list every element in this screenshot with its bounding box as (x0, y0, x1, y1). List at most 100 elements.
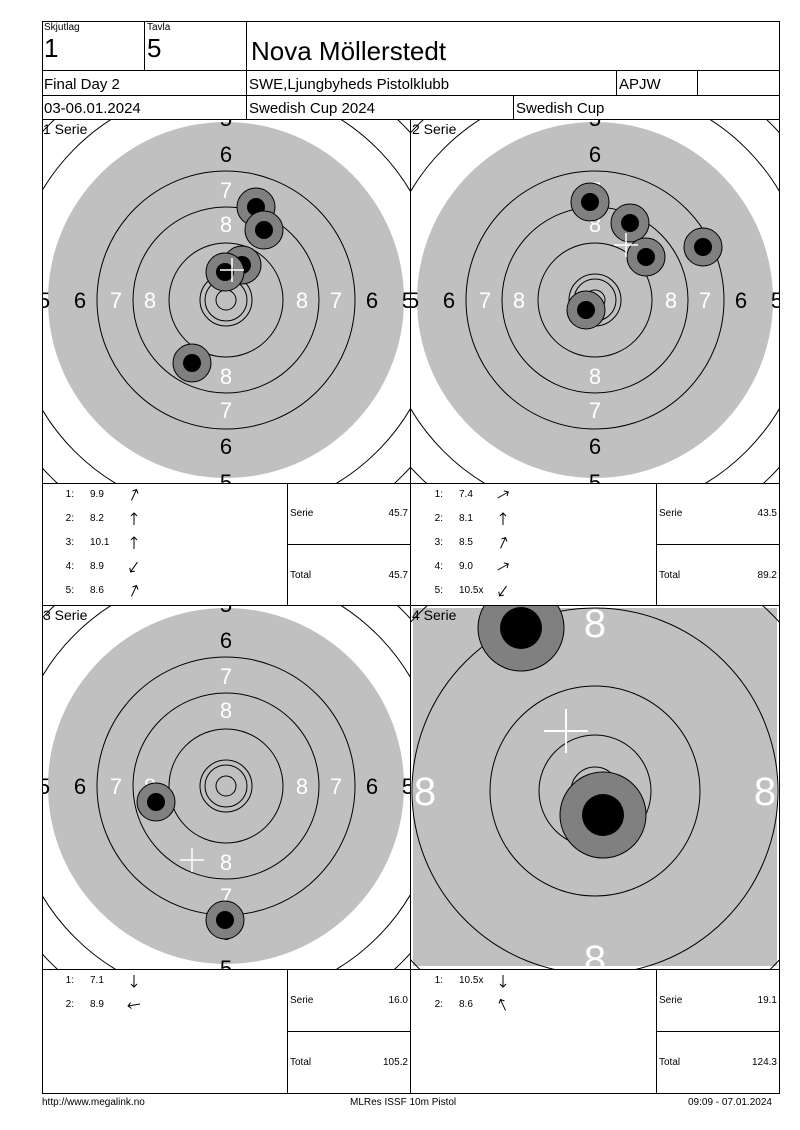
shot-row: 2:8.9 (60, 1000, 180, 1014)
serie-box-2: Serie 43.5 (657, 484, 780, 545)
shot-row: 5:8.6 (60, 584, 180, 600)
shot-value: 10.5x (459, 585, 484, 596)
shot-number: 2: (65, 513, 74, 524)
arrow-n-icon (130, 512, 138, 525)
shot-row: 3:10.1 (60, 536, 180, 552)
shooter-name-cell: Nova Möllerstedt (247, 21, 780, 71)
serie-value-2: 43.5 (757, 508, 777, 519)
shot-number: 1: (434, 975, 443, 986)
shot-row: 2:8.6 (429, 998, 549, 1014)
zoom-ring (411, 607, 779, 969)
shot-value: 8.1 (459, 513, 473, 524)
shot-value: 8.5 (459, 537, 473, 548)
arrow-ene-icon (497, 562, 509, 571)
ring-label: 8 (296, 288, 308, 313)
shot-row: 4: 8.9 (60, 562, 180, 576)
ring-label: 8 (220, 212, 232, 237)
ring-inner (132, 692, 320, 880)
ring-label: 6 (589, 142, 601, 167)
ring-label: 5 (220, 120, 232, 131)
shot-number: 3: (65, 537, 74, 548)
serie-label-2: Serie (659, 508, 683, 519)
ring-label: 8 (513, 288, 525, 313)
ring-inner (204, 764, 248, 808)
shot-number: 4: (65, 561, 74, 572)
dates-cell: 03-06.01.2024 (42, 96, 247, 120)
shot-hole-core (216, 263, 234, 281)
ring-label: 8 (665, 288, 677, 313)
club-name: SWE,Ljungbyheds Pistolklubb (249, 76, 450, 93)
zoom-ring (489, 685, 701, 897)
arrow-ene-icon (497, 490, 509, 499)
shot-number: 2: (434, 513, 443, 524)
ring-label: 6 (443, 288, 455, 313)
target-label: Tavla (147, 22, 171, 33)
total-label-1: Total (290, 570, 312, 581)
arrow-sw-icon (498, 585, 507, 597)
shot-value: 8.9 (90, 999, 104, 1010)
arrow-w-icon (127, 1002, 140, 1009)
shot-number: 1: (434, 489, 443, 500)
shot-value: 8.9 (90, 561, 104, 572)
competition-cell: Swedish Cup 2024 (247, 96, 514, 120)
serie-value-1: 45.7 (388, 508, 408, 519)
serie-value-4: 19.1 (757, 995, 777, 1006)
footer-url[interactable]: http://www.megalink.no (42, 1097, 145, 1108)
ring-label: 8 (220, 364, 232, 389)
footer-software: MLRes ISSF 10m Pistol (350, 1097, 457, 1108)
total-box-2: Total 89.2 (657, 545, 780, 606)
ring-label: 5 (220, 956, 232, 970)
zoom-ring-label: 8 (414, 770, 436, 814)
shot-row: 1:9.9 (60, 488, 180, 504)
total-label-3: Total (290, 1057, 312, 1068)
shot-hole-core (147, 793, 165, 811)
ring-label: 8 (589, 364, 601, 389)
total-box-1: Total 45.7 (288, 545, 411, 606)
total-value-1: 45.7 (388, 570, 408, 581)
shot-hole-core (216, 911, 234, 929)
empty-cell (698, 71, 780, 96)
target-diagram-3: 5555666677778888 (42, 606, 410, 970)
ring-inner (132, 206, 320, 394)
ring-label: 5 (589, 120, 601, 131)
target-panel-2: 2 Serie 5555666677778888 (411, 120, 780, 484)
total-value-2: 89.2 (757, 570, 777, 581)
ring-label: 5 (220, 606, 232, 617)
shot-number: 4: (434, 561, 443, 572)
ring-label: 6 (589, 434, 601, 459)
shot-hole-core (621, 214, 639, 232)
shot-row: 3:8.5 (429, 536, 549, 552)
series-name-cell: Swedish Cup (514, 96, 780, 120)
arrow-n-icon (499, 512, 507, 525)
shot-number: 2: (434, 999, 443, 1010)
ring-label: 6 (74, 774, 86, 799)
black-area (48, 608, 404, 964)
shot-row: 1:7.4 (429, 490, 549, 504)
ring-label: 7 (110, 774, 122, 799)
serie-label-4: Serie (659, 995, 683, 1006)
serie-box-1: Serie 45.7 (288, 484, 411, 545)
ring-inner (537, 242, 653, 358)
ring-inner (168, 242, 284, 358)
ring-label: 6 (74, 288, 86, 313)
ring-label: 7 (220, 398, 232, 423)
class-cell: APJW (617, 71, 698, 96)
event-cell: Final Day 2 (42, 71, 247, 96)
ring-label: 7 (220, 664, 232, 689)
total-value-4: 124.3 (751, 1057, 777, 1068)
shot-number: 1: (65, 489, 74, 500)
target-panel-1: 1 Serie 5555666677778888 (42, 120, 411, 484)
arrow-s-icon (130, 975, 138, 988)
ring-label: 5 (402, 288, 411, 313)
squad-label: Skjutlag (44, 22, 80, 33)
ring-label: 6 (220, 628, 232, 653)
panel-title-3: 3 Serie (43, 607, 88, 623)
ring-label: 8 (220, 850, 232, 875)
shot-number: 5: (434, 585, 443, 596)
total-box-3: Total 105.2 (288, 1032, 411, 1094)
ring-label: 6 (220, 434, 232, 459)
